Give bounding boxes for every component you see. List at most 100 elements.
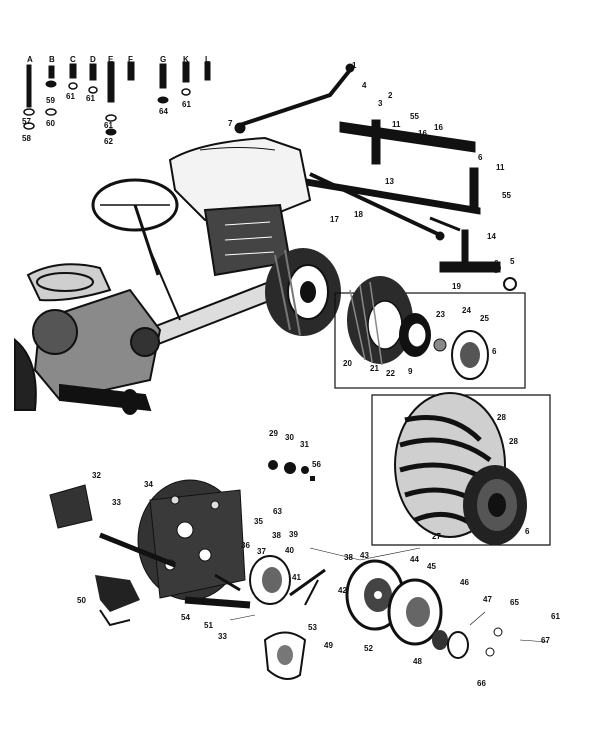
lift-bracket bbox=[49, 484, 93, 529]
callout-7a: 7 bbox=[228, 119, 233, 128]
callout-40: 40 bbox=[285, 546, 294, 555]
spindle bbox=[439, 229, 517, 291]
axle-shafts bbox=[99, 532, 251, 609]
callout-62: 62 bbox=[104, 137, 113, 146]
small-linkage-parts bbox=[268, 460, 315, 481]
callout-56: 56 bbox=[312, 460, 321, 469]
callout-19: 19 bbox=[452, 282, 461, 291]
brake-band-rod bbox=[289, 568, 326, 606]
front-wheel-detail-panel bbox=[334, 276, 526, 389]
callout-11b: 11 bbox=[496, 163, 505, 172]
callout-53: 53 bbox=[308, 623, 317, 632]
steering-drag-link bbox=[234, 63, 355, 134]
callout-55b: 55 bbox=[502, 191, 511, 200]
callout-46: 46 bbox=[460, 578, 469, 587]
callout-64: 64 bbox=[159, 107, 168, 116]
cover-plate bbox=[263, 631, 307, 680]
callout-9: 9 bbox=[408, 367, 413, 376]
callout-21: 21 bbox=[370, 364, 379, 373]
callout-50: 50 bbox=[77, 596, 86, 605]
callout-28a: 28 bbox=[497, 413, 506, 422]
callout-38b: 38 bbox=[344, 553, 353, 562]
callout-32: 32 bbox=[92, 471, 101, 480]
callout-24: 24 bbox=[462, 306, 471, 315]
callout-20: 20 bbox=[343, 359, 352, 368]
callout-58: 58 bbox=[22, 134, 31, 143]
callout-16a: 16 bbox=[418, 129, 427, 138]
callout-D: D bbox=[90, 55, 96, 64]
callout-35: 35 bbox=[254, 517, 263, 526]
callout-11: 11 bbox=[392, 120, 401, 129]
callout-G: G bbox=[160, 55, 167, 64]
callout-61d: 61 bbox=[182, 100, 191, 109]
front-axle bbox=[299, 119, 481, 232]
hub-and-bearing bbox=[432, 627, 503, 659]
callout-1a: 1 bbox=[352, 61, 357, 70]
pulley-second bbox=[387, 578, 443, 646]
callout-8a: 8 bbox=[457, 139, 462, 148]
leader-lines-rear bbox=[229, 547, 549, 643]
callout-31: 31 bbox=[300, 440, 309, 449]
callout-49: 49 bbox=[324, 641, 333, 650]
callout-39: 39 bbox=[289, 530, 298, 539]
callout-63: 63 bbox=[273, 507, 282, 516]
callout-28b: 28 bbox=[509, 437, 518, 446]
callout-4a: 4 bbox=[362, 81, 367, 90]
callout-14: 14 bbox=[487, 232, 496, 241]
callout-23: 23 bbox=[436, 310, 445, 319]
rear-wheel-detail-panel bbox=[371, 392, 551, 546]
callout-27: 27 bbox=[432, 532, 441, 541]
front-tire-mounted bbox=[265, 248, 341, 336]
callout-67: 67 bbox=[541, 636, 550, 645]
callout-45: 45 bbox=[427, 562, 436, 571]
tractor-body bbox=[14, 136, 312, 415]
callout-42: 42 bbox=[338, 586, 347, 595]
tie-rod bbox=[309, 172, 445, 241]
callout-61a: 61 bbox=[66, 92, 75, 101]
callout-44: 44 bbox=[410, 555, 419, 564]
callout-18: 18 bbox=[354, 210, 363, 219]
callout-51: 51 bbox=[204, 621, 213, 630]
hardware-fasteners bbox=[23, 61, 211, 136]
callout-57: 57 bbox=[22, 117, 31, 126]
callout-33a: 33 bbox=[112, 498, 121, 507]
callout-6a: 6 bbox=[478, 153, 483, 162]
callout-F: F bbox=[128, 55, 133, 64]
callout-34: 34 bbox=[144, 480, 153, 489]
callout-52: 52 bbox=[364, 644, 373, 653]
callout-65: 65 bbox=[510, 598, 519, 607]
callout-5a: 5 bbox=[510, 257, 515, 266]
callout-6b: 6 bbox=[494, 259, 499, 268]
callout-2a: 2 bbox=[388, 91, 393, 100]
callout-47: 47 bbox=[483, 595, 492, 604]
callout-38a: 38 bbox=[272, 531, 281, 540]
callout-30: 30 bbox=[285, 433, 294, 442]
callout-60: 60 bbox=[46, 119, 55, 128]
callout-54: 54 bbox=[181, 613, 190, 622]
callout-16b: 16 bbox=[434, 123, 443, 132]
callout-13: 13 bbox=[385, 177, 394, 186]
callout-A: A bbox=[27, 55, 33, 64]
callout-43: 43 bbox=[360, 551, 369, 560]
callout-C: C bbox=[70, 55, 76, 64]
callout-22: 22 bbox=[386, 369, 395, 378]
callout-12: 12 bbox=[400, 133, 409, 142]
callout-36: 36 bbox=[241, 541, 250, 550]
callout-59: 59 bbox=[46, 96, 55, 105]
callout-3a: 3 bbox=[378, 99, 383, 108]
brake-pedal bbox=[95, 575, 140, 627]
callout-66: 66 bbox=[477, 679, 486, 688]
callout-K: K bbox=[183, 55, 189, 64]
callout-17: 17 bbox=[330, 215, 339, 224]
callout-E: E bbox=[108, 55, 114, 64]
callout-55a: 55 bbox=[410, 112, 419, 121]
callout-61b: 61 bbox=[86, 94, 95, 103]
callout-37: 37 bbox=[257, 547, 266, 556]
transmission-case bbox=[137, 479, 246, 601]
callout-41: 41 bbox=[292, 573, 301, 582]
callout-6c: 6 bbox=[492, 347, 497, 356]
brake-drum-left bbox=[249, 555, 291, 605]
callout-6d: 6 bbox=[525, 527, 530, 536]
callout-33b: 33 bbox=[218, 632, 227, 641]
